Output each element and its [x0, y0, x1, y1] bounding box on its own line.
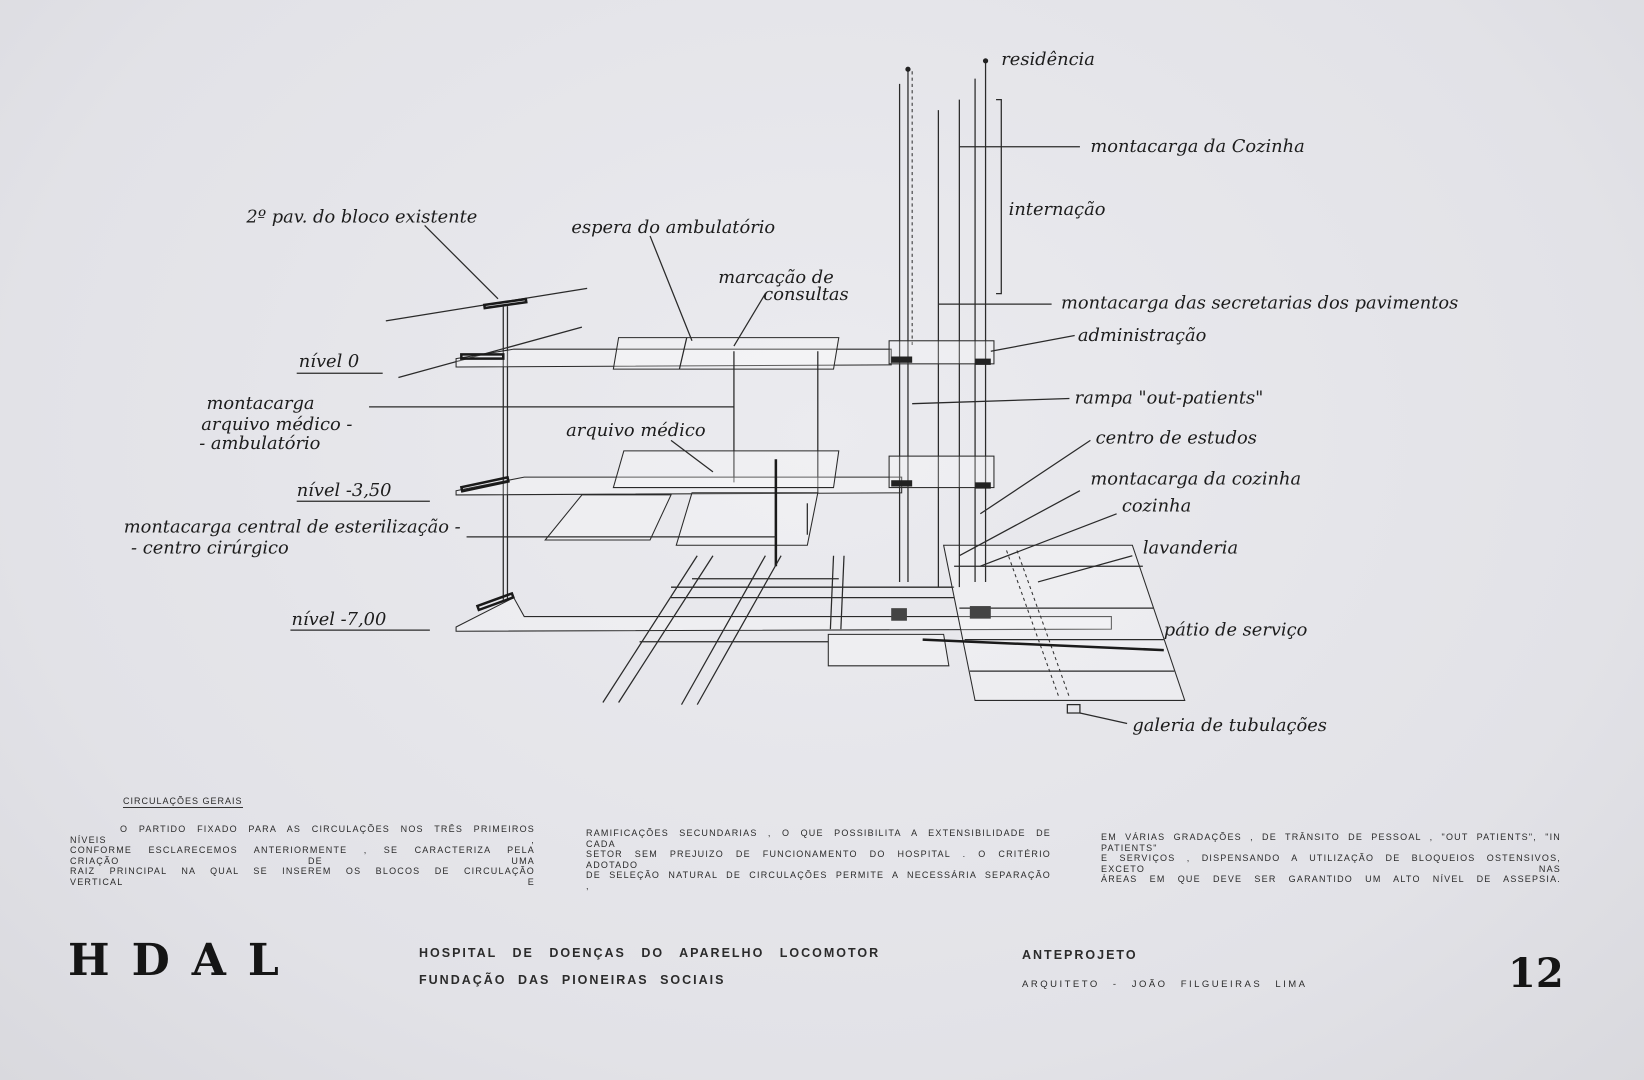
vertical-circulation-towers — [888, 62, 995, 588]
notes-line: CONFORME ESCLARECEMOS ANTERIORMENTE , SE… — [70, 845, 535, 866]
notes-column-2: RAMIFICAÇÕES SECUNDARIAS , O QUE POSSIBI… — [586, 828, 1051, 891]
notes-line: O PARTIDO FIXADO PARA AS CIRCULAÇÕES NOS… — [70, 824, 535, 845]
leader-lines — [290, 58, 1133, 725]
label-esterilizacao-2: - centro cirúrgico — [131, 538, 289, 559]
label-esterilizacao-1: montacarga central de esterilização - — [124, 517, 461, 538]
label-patio-servico: pátio de serviço — [1164, 619, 1308, 640]
label-administracao: administração — [1078, 325, 1207, 346]
notes-line: DE SELEÇÃO NATURAL DE CIRCULAÇÕES PERMIT… — [586, 870, 1051, 891]
level-350-plan — [455, 450, 903, 567]
label-lavanderia: lavanderia — [1143, 538, 1238, 559]
architect-credit: ARQUITETO - JOÃO FILGUEIRAS LIMA — [1022, 979, 1308, 990]
project-title: HOSPITAL DE DOENÇAS DO APARELHO LOCOMOTO… — [419, 946, 881, 960]
level-0-plan — [398, 326, 892, 493]
label-residencia: residência — [1001, 49, 1095, 70]
label-espera-ambulatorio: espera do ambulatório — [571, 217, 775, 238]
existing-block-level — [385, 287, 588, 600]
project-phase: ANTEPROJETO — [1022, 948, 1138, 962]
label-marcacao: marcação de — [718, 267, 834, 288]
notes-line: ÁREAS EM QUE DEVE SER GARANTIDO UM ALTO … — [1101, 874, 1561, 884]
client-name: FUNDAÇÃO DAS PIONEIRAS SOCIAIS — [419, 973, 726, 987]
notes-line: RAMIFICAÇÕES SECUNDARIAS , O QUE POSSIBI… — [586, 828, 1051, 849]
hdal-logo: HDAL — [68, 935, 301, 986]
notes-line: E SERVIÇOS , DISPENSANDO A UTILIZAÇÃO DE… — [1101, 853, 1561, 874]
label-nivel-0: nível 0 — [299, 351, 359, 372]
annotations: residência montacarga da Cozinha interna… — [124, 49, 1459, 736]
label-galeria-tubulacoes: galeria de tubulações — [1132, 715, 1327, 736]
label-montacarga-secretarias: montacarga das secretarias dos pavimento… — [1061, 292, 1458, 313]
label-montacarga-arquivo-1: montacarga — [207, 393, 315, 414]
label-montacarga-cozinha-top: montacarga da Cozinha — [1090, 136, 1304, 157]
notes-line: SETOR SEM PREJUIZO DE FUNCIONAMENTO DO H… — [586, 849, 1051, 870]
label-arquivo-medico: arquivo médico — [566, 420, 705, 441]
label-montacarga-cozinha: montacarga da cozinha — [1090, 468, 1301, 489]
label-consultas: consultas — [763, 284, 848, 305]
label-nivel-350: nível -3,50 — [297, 480, 392, 501]
label-rampa: rampa "out-patients" — [1075, 388, 1264, 409]
notes-heading: CIRCULAÇÕES GERAIS — [123, 796, 243, 808]
notes-line: EM VÁRIAS GRADAÇÕES , DE TRÂNSITO DE PES… — [1101, 832, 1561, 853]
label-nivel-700: nível -7,00 — [291, 609, 386, 630]
label-montacarga-arquivo-2: arquivo médico - — [201, 414, 352, 435]
notes-line: RAIZ PRINCIPAL NA QUAL SE INSEREM OS BLO… — [70, 866, 535, 887]
notes-column-1: O PARTIDO FIXADO PARA AS CIRCULAÇÕES NOS… — [70, 824, 535, 887]
label-internacao: internação — [1009, 199, 1106, 220]
sheet-number: 12 — [1508, 950, 1564, 997]
label-2-pav-bloco-existente: 2º pav. do bloco existente — [245, 206, 477, 227]
level-700-plan — [455, 544, 1186, 714]
label-cozinha: cozinha — [1122, 496, 1191, 517]
label-montacarga-arquivo-3: - ambulatório — [199, 433, 320, 454]
label-centro-estudos: centro de estudos — [1096, 428, 1257, 449]
notes-column-3: EM VÁRIAS GRADAÇÕES , DE TRÂNSITO DE PES… — [1101, 832, 1561, 885]
